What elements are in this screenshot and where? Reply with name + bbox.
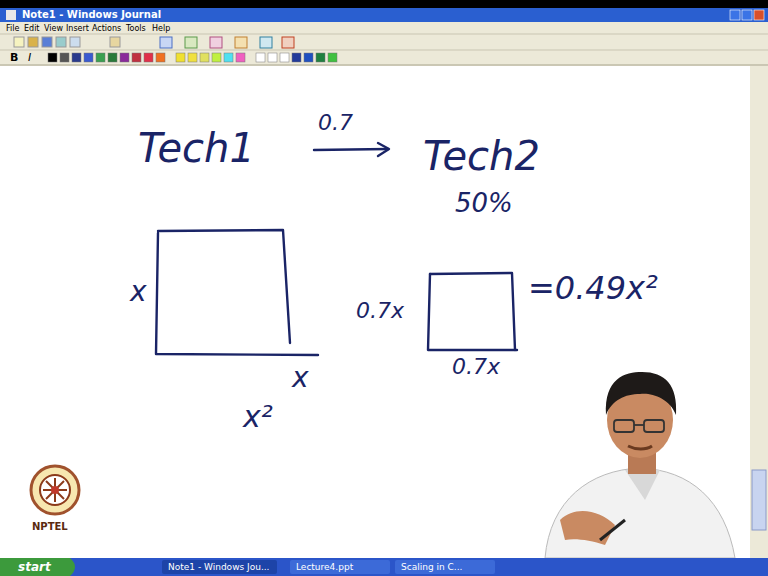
- handwritten-text: 0.7x: [356, 300, 404, 322]
- taskbar-item: Lecture4.ppt: [296, 563, 353, 572]
- handwritten-text: Tech2: [423, 136, 540, 176]
- taskbar-item: Note1 - Windows Jou...: [168, 563, 269, 572]
- menu-item: Actions: [92, 25, 121, 33]
- menu-item: Help: [152, 25, 170, 33]
- logo: [31, 466, 79, 514]
- bold-button: B: [10, 52, 18, 63]
- start-button: start: [18, 561, 51, 573]
- menu-item: Insert: [66, 25, 89, 33]
- menu-item: Edit: [24, 25, 40, 33]
- window-title: Note1 - Windows Journal: [22, 10, 161, 20]
- menu-item: File: [6, 25, 19, 33]
- handwritten-text: x: [292, 364, 309, 392]
- handwritten-text: 50%: [455, 190, 513, 216]
- handwritten-text: 0.7x: [452, 356, 500, 378]
- menu-item: View: [44, 25, 63, 33]
- logo-text: NPTEL: [32, 522, 68, 532]
- handwritten-text: x²: [243, 402, 273, 432]
- italic-button: I: [28, 52, 31, 63]
- presenter: [545, 372, 735, 558]
- handwritten-text: 0.7: [318, 112, 353, 134]
- taskbar-item: Scaling in C...: [401, 563, 462, 572]
- handwritten-text: =0.49x²: [528, 272, 658, 304]
- handwritten-text: Tech1: [138, 128, 255, 168]
- handwritten-text: x: [130, 278, 147, 306]
- menu-item: Tools: [126, 25, 146, 33]
